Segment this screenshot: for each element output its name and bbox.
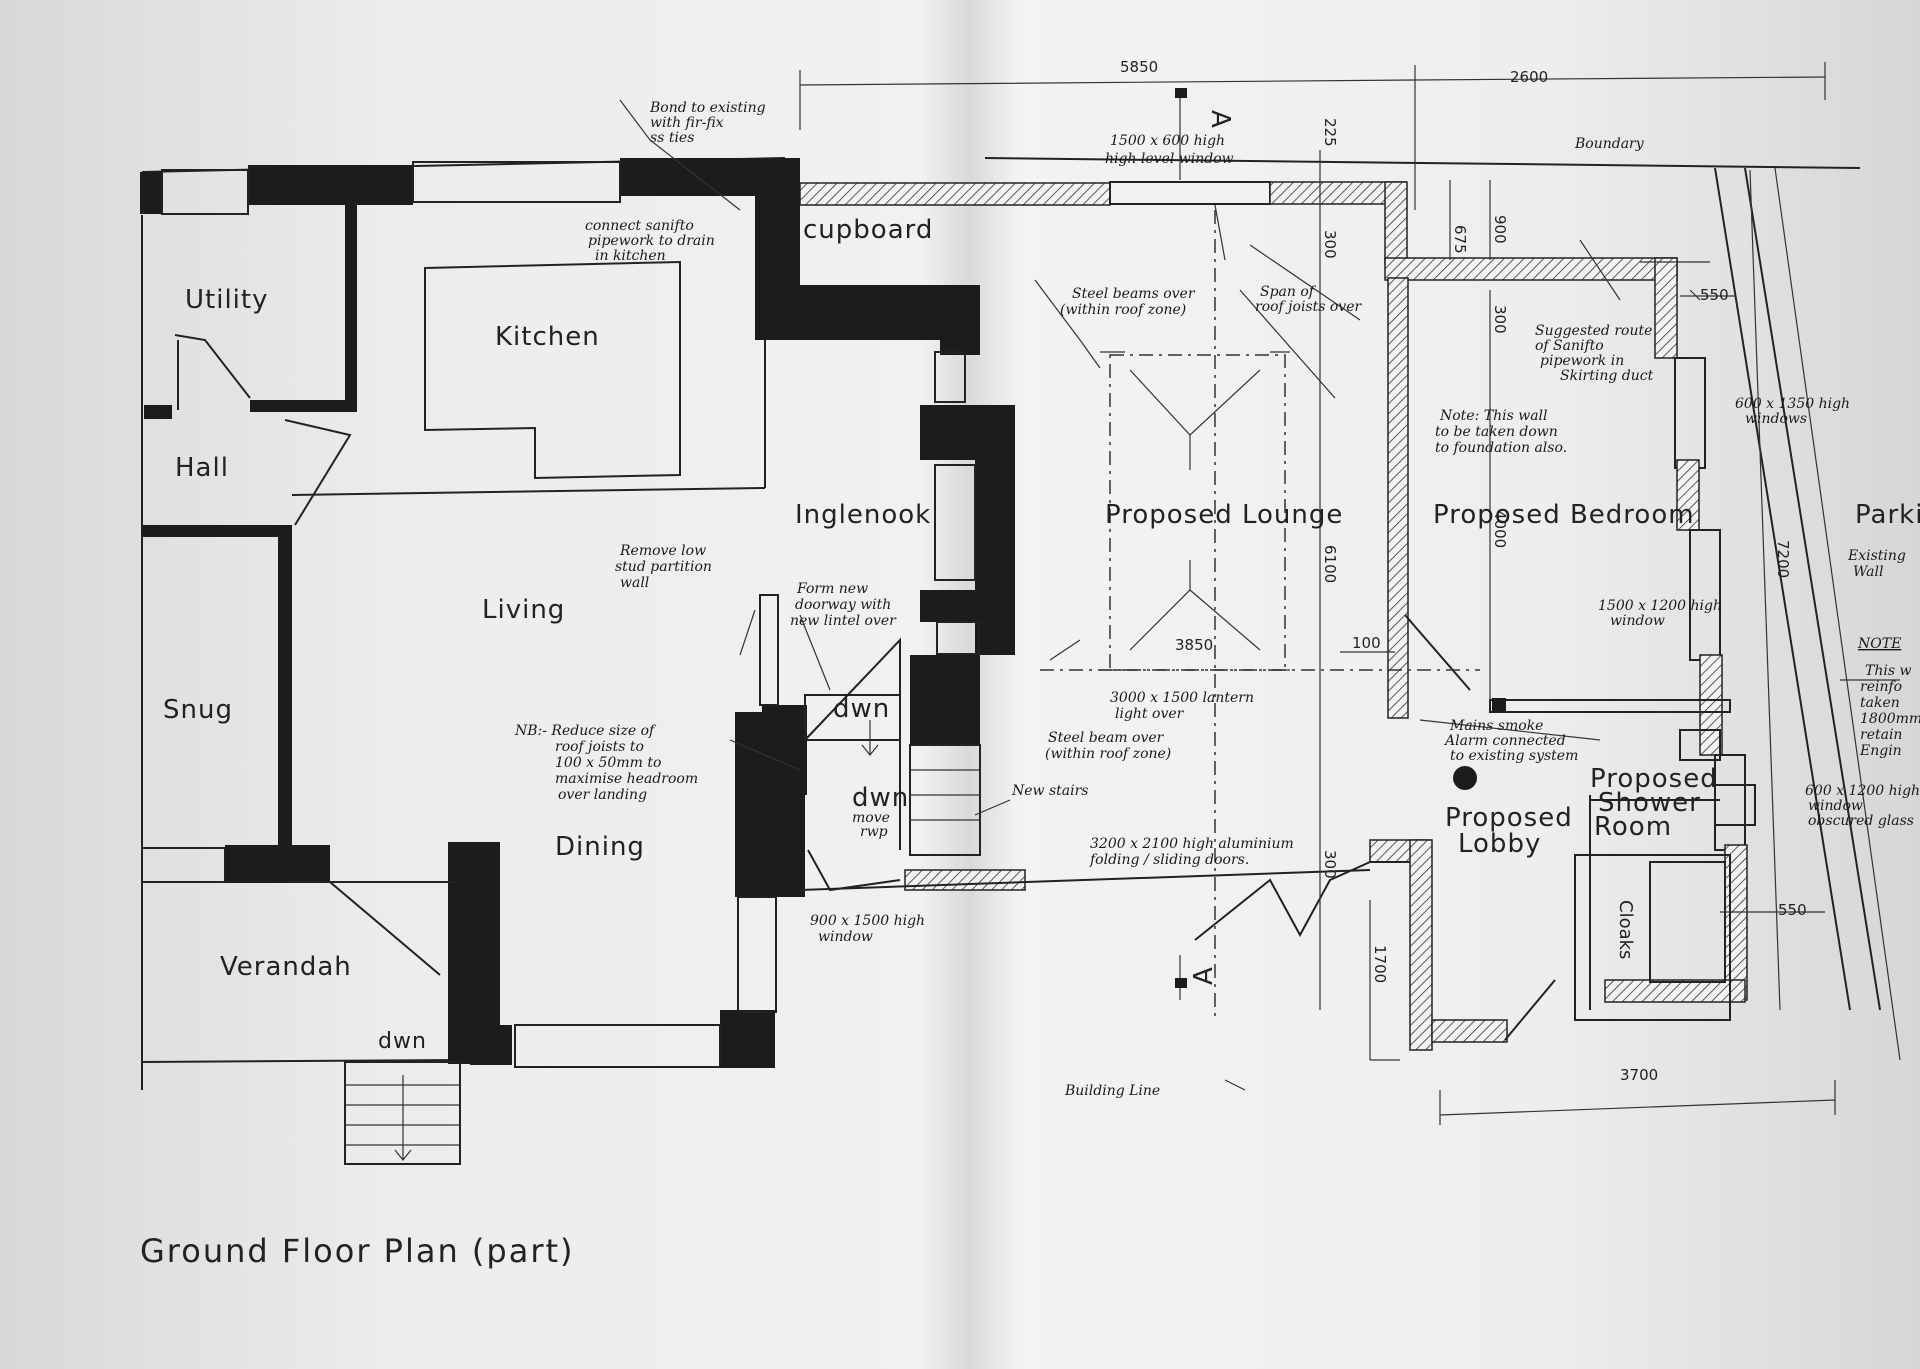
room-label-living: Living (482, 595, 565, 625)
dim-7200: 7200 (1774, 540, 1792, 578)
dim-2600: 2600 (1510, 68, 1548, 86)
note-boundary: Boundary (1574, 136, 1645, 152)
room-label-verandah: Verandah (220, 952, 352, 982)
dim-300-mid: 300 (1491, 305, 1509, 334)
note-steel-beams-1: Steel beams over(within roof zone) (1060, 286, 1196, 318)
dim-1700: 1700 (1371, 945, 1389, 983)
note-building-line: Building Line (1064, 1083, 1160, 1099)
room-label-parking: Parki (1855, 500, 1920, 530)
section-mark-top: A (1205, 110, 1235, 129)
stair-label-dwn-1: dwn (833, 694, 890, 724)
dim-5850: 5850 (1120, 58, 1158, 76)
dim-6100: 6100 (1321, 545, 1339, 583)
note-new-stairs: New stairs (1011, 783, 1088, 799)
room-label-snug: Snug (163, 695, 233, 725)
room-label-shower: Proposed (1590, 764, 1718, 794)
dim-675: 675 (1451, 225, 1469, 254)
stair-label-dwn-2: dwn (852, 783, 909, 813)
dim-4000: 4000 (1491, 510, 1509, 548)
section-marks: A A (1189, 110, 1235, 985)
dim-550-top: 550 (1700, 286, 1729, 304)
note-title: NOTE (1857, 636, 1901, 652)
room-label-shower-3: Room (1594, 812, 1672, 842)
note-steel-beam-2: Steel beam over(within roof zone) (1045, 730, 1171, 762)
room-label-utility: Utility (185, 285, 268, 315)
dim-300-top: 300 (1321, 230, 1339, 259)
dim-3700: 3700 (1620, 1066, 1658, 1084)
stair-labels: dwn dwn dwn (378, 694, 909, 1054)
room-label-kitchen: Kitchen (495, 322, 600, 352)
room-label-cloaks: Cloaks (1615, 900, 1636, 959)
dim-225: 225 (1321, 118, 1339, 147)
dim-900: 900 (1491, 215, 1509, 244)
dimension-labels: 5850 2600 225 300 675 900 300 550 4000 6… (1120, 58, 1807, 1084)
room-label-dining: Dining (555, 832, 645, 862)
drawing-title: Ground Floor Plan (part) (140, 1232, 575, 1270)
section-mark-bottom: A (1189, 966, 1219, 985)
dim-300-bottom: 300 (1321, 850, 1339, 879)
room-label-bedroom: Proposed Bedroom (1433, 500, 1695, 530)
existing-walls (140, 157, 1015, 1165)
dim-3850: 3850 (1175, 636, 1213, 654)
room-label-hall: Hall (175, 453, 229, 483)
room-label-lounge: Proposed Lounge (1105, 500, 1343, 530)
room-label-cupboard: cupboard (803, 215, 933, 245)
room-label-shower-2: Shower (1598, 788, 1701, 818)
dim-100: 100 (1352, 634, 1381, 652)
stair-label-dwn-3: dwn (378, 1029, 427, 1054)
leader-lines (619, 99, 1621, 1091)
room-label-inglenook: Inglenook (795, 500, 931, 530)
room-labels: Utility Kitchen Hall Snug Living Ingleno… (163, 215, 1920, 982)
room-label-lobby: Proposed (1445, 803, 1573, 833)
dim-550-bottom: 550 (1778, 901, 1807, 919)
proposed-walls (799, 157, 1901, 1061)
room-label-lobby-2: Lobby (1458, 829, 1541, 859)
